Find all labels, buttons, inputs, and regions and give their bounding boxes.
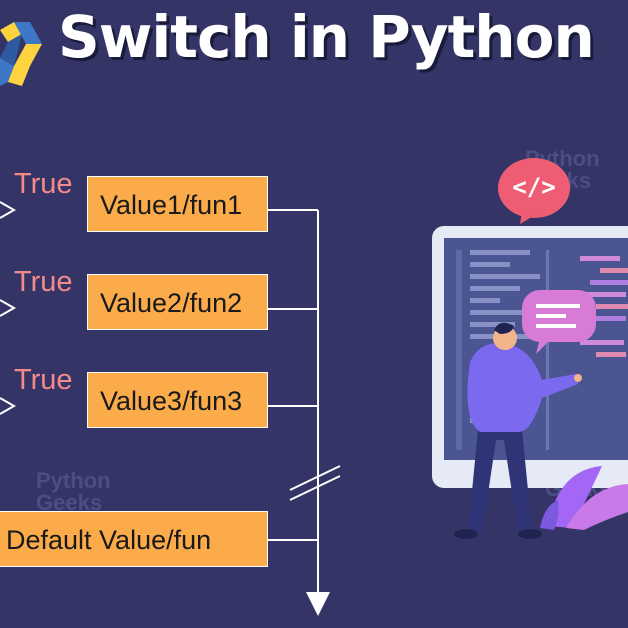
developer-person xyxy=(454,322,582,539)
case3-input-arrow xyxy=(0,397,17,415)
chat-bubble-icon xyxy=(522,290,596,354)
watermark-line1: Python xyxy=(36,468,111,493)
case1-input-arrow xyxy=(0,201,17,219)
code-bubble-label: </> xyxy=(512,173,556,201)
code-lines-icon xyxy=(456,250,628,450)
watermark-line2: Geeks xyxy=(545,476,612,501)
break-mark-2 xyxy=(289,475,341,501)
case1-true-label: True xyxy=(14,168,73,200)
page-title: Switch in Python xyxy=(58,3,595,71)
watermark-line1: Python xyxy=(525,146,600,171)
monitor-screen xyxy=(444,238,628,460)
watermark-right-bottom: Python Geeks xyxy=(545,456,620,500)
case3-value-box: Value3/fun3 xyxy=(87,372,268,428)
case2-true-label: True xyxy=(14,266,73,298)
watermark-left: Python Geeks xyxy=(36,470,111,514)
case2-input-arrow xyxy=(0,299,17,317)
case2-value-box: Value2/fun2 xyxy=(87,274,268,330)
case1-value-box: Value1/fun1 xyxy=(87,176,268,232)
default-value-box: Default Value/fun xyxy=(0,511,268,567)
case3-true-label: True xyxy=(14,364,73,396)
break-mark-1 xyxy=(289,465,341,491)
monitor-frame xyxy=(432,226,628,488)
exit-arrowhead xyxy=(306,592,330,616)
watermark-line1: Python xyxy=(545,454,620,479)
watermark-line2: Geeks xyxy=(36,490,103,515)
